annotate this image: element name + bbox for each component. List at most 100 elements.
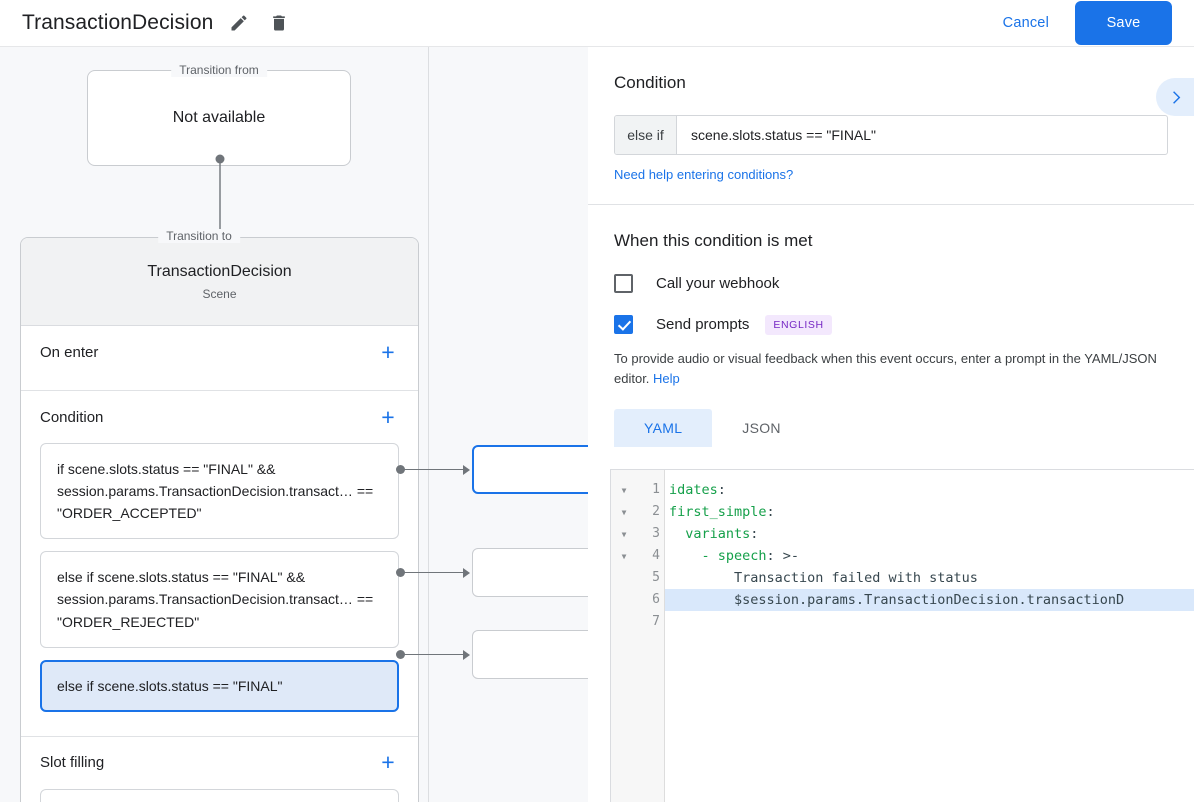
editor-line-number: 4 — [652, 548, 660, 563]
cancel-button[interactable]: Cancel — [993, 7, 1059, 39]
when-condition-heading: When this condition is met — [614, 231, 813, 251]
connector-line — [400, 654, 463, 655]
panel-divider — [588, 204, 1194, 206]
connector-arrowhead — [463, 465, 470, 475]
transition-target-box[interactable] — [472, 548, 588, 597]
fold-triangle-icon[interactable]: ▼ — [621, 485, 627, 495]
save-button[interactable]: Save — [1075, 0, 1172, 45]
transition-target-box-selected[interactable] — [472, 445, 588, 494]
section-header-on-enter: On enter + — [21, 326, 418, 378]
language-badge: ENGLISH — [765, 314, 832, 335]
send-prompts-checkbox[interactable] — [614, 315, 633, 335]
fold-triangle-icon[interactable]: ▼ — [621, 551, 627, 561]
editor-key: - speech — [701, 548, 767, 564]
editor-line-number: 2 — [652, 504, 660, 519]
editor-line[interactable]: Transaction failed with status — [665, 567, 1194, 589]
condition-card-selected[interactable]: else if scene.slots.status == "FINAL" — [40, 659, 399, 712]
editor-line-number: 3 — [652, 526, 660, 541]
fold-spacer — [611, 589, 637, 611]
call-webhook-label: Call your webhook — [656, 274, 780, 292]
scene-type: Scene — [202, 286, 237, 301]
editor-line[interactable]: variants: — [665, 523, 1194, 545]
editor-line-number-gutter: 1 2 3 4 5 6 7 — [637, 470, 665, 802]
editor-key: first_simple — [669, 504, 767, 520]
transition-from-value: Not available — [172, 109, 266, 126]
connector-line — [400, 572, 463, 573]
add-slot-filling-button[interactable]: + — [381, 749, 395, 776]
when-condition-met-block: When this condition is met Call your web… — [588, 205, 1194, 448]
add-on-enter-button[interactable]: + — [381, 338, 395, 365]
section-on-enter: On enter + — [21, 326, 418, 391]
top-app-bar: TransactionDecision Cancel Save — [0, 0, 1194, 46]
trash-icon-glyph — [273, 15, 286, 30]
section-header-condition: Condition + — [21, 391, 418, 443]
page-title: TransactionDecision — [22, 11, 214, 34]
editor-text: $session.params.TransactionDecision.tran… — [669, 592, 1125, 608]
editor-line[interactable]: - speech: >- — [665, 545, 1194, 567]
canvas-lane-divider — [428, 47, 429, 802]
editor-key: variants — [685, 526, 751, 542]
send-prompts-row[interactable]: Send prompts ENGLISH — [614, 314, 1168, 335]
editor-line[interactable]: idates: — [665, 479, 1194, 501]
editor-line-number: 7 — [652, 614, 660, 629]
section-condition: Condition + if scene.slots.status == "FI… — [21, 391, 418, 737]
transition-from-card: Transition from Not available — [87, 63, 351, 166]
webhook-checkbox-row[interactable]: Call your webhook — [614, 273, 1168, 293]
editor-line[interactable]: first_simple: — [665, 501, 1194, 523]
tab-yaml[interactable]: YAML — [614, 409, 713, 448]
section-slot-filling: Slot filling + Slot validation — [21, 737, 418, 802]
condition-card[interactable]: else if scene.slots.status == "FINAL" &&… — [40, 551, 399, 648]
pencil-icon-glyph — [231, 14, 247, 30]
editor-line[interactable] — [665, 611, 1194, 633]
chevron-right-icon[interactable] — [1156, 78, 1194, 116]
section-title-on-enter: On enter — [40, 343, 99, 361]
fold-spacer — [611, 611, 637, 633]
section-header-slot-filling: Slot filling + — [21, 737, 418, 789]
editor-punct: : — [766, 504, 775, 520]
editor-code-area[interactable]: idates:first_simple: variants: - speech:… — [665, 470, 1194, 802]
condition-prefix-label: else if — [615, 116, 677, 155]
trash-icon[interactable] — [265, 9, 293, 37]
fold-triangle-icon[interactable]: ▼ — [621, 529, 627, 539]
editor-indent — [669, 526, 685, 542]
transition-to-legend: Transition to — [158, 229, 240, 243]
editor-punct: : — [750, 526, 759, 542]
scene-name: TransactionDecision — [147, 262, 292, 280]
connector-arrowhead — [463, 650, 470, 660]
editor-punct: : >- — [766, 548, 800, 564]
editor-fold-column: ▼ ▼ ▼ ▼ — [611, 470, 637, 802]
editor-format-tabs: YAML JSON — [614, 409, 1168, 448]
condition-expression-input[interactable] — [677, 116, 1167, 155]
pencil-icon[interactable] — [225, 9, 253, 37]
add-condition-button[interactable]: + — [381, 403, 395, 430]
transition-target-box[interactable] — [472, 630, 588, 679]
condition-card[interactable]: if scene.slots.status == "FINAL" && sess… — [40, 443, 399, 540]
prompts-help-text: To provide audio or visual feedback when… — [614, 349, 1168, 389]
prompts-help-text-body: To provide audio or visual feedback when… — [614, 350, 1157, 386]
slot-validation-card[interactable]: Slot validation — [40, 788, 399, 802]
call-webhook-checkbox[interactable] — [614, 273, 633, 293]
editor-punct: : — [717, 482, 726, 498]
tab-json[interactable]: JSON — [742, 420, 781, 437]
condition-input-row: else if — [614, 115, 1168, 156]
condition-heading: Condition — [614, 73, 686, 92]
fold-triangle-icon[interactable]: ▼ — [621, 507, 627, 517]
editor-line-number: 1 — [652, 482, 660, 497]
condition-help-link[interactable]: Need help entering conditions? — [614, 167, 794, 183]
editor-line-number: 5 — [652, 570, 660, 585]
scene-flow-canvas: Transition from Not available Transition… — [0, 46, 588, 802]
prompts-help-link[interactable]: Help — [653, 370, 680, 386]
send-prompts-label: Send prompts — [656, 316, 750, 334]
chevron-right-icon-glyph — [1172, 90, 1180, 104]
connector-arrowhead — [463, 568, 470, 578]
connector-line — [400, 469, 463, 470]
transition-from-legend: Transition from — [171, 63, 267, 77]
transition-to-card: TransactionDecision Scene On enter + Con… — [20, 237, 419, 802]
editor-line-active[interactable]: $session.params.TransactionDecision.tran… — [665, 589, 1194, 611]
scene-header: TransactionDecision Scene — [21, 238, 418, 326]
editor-key: idates — [669, 482, 718, 498]
editor-indent — [669, 548, 702, 564]
section-title-slot-filling: Slot filling — [40, 754, 105, 772]
editor-line-number: 6 — [652, 592, 660, 607]
